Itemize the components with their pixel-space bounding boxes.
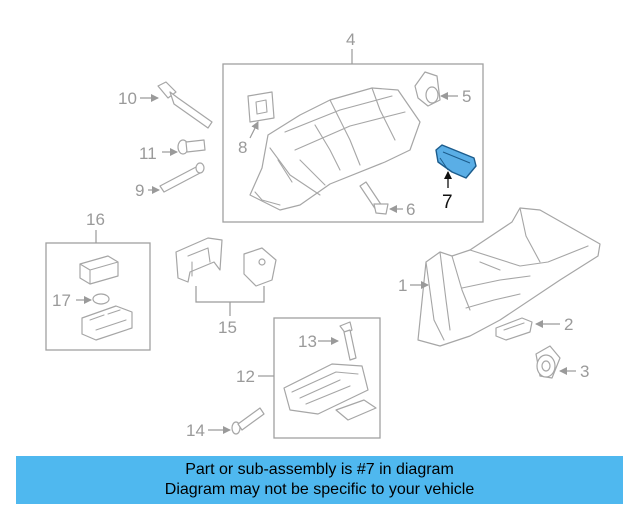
callout-14: 14 [186, 421, 205, 440]
part-8-clip [247, 91, 275, 123]
callout-4: 4 [346, 30, 355, 49]
banner-background [16, 456, 623, 504]
assembly-box-16 [45, 242, 151, 351]
assembly-box-12 [273, 317, 381, 439]
glovebox-housing [249, 87, 421, 211]
callout-5: 5 [462, 87, 471, 106]
callout-3: 3 [580, 362, 589, 381]
part-12-storage-box [283, 363, 377, 421]
part-16-lamp [79, 255, 133, 341]
part-2-latch [495, 317, 533, 341]
leader-8 [249, 121, 259, 139]
callout-15: 15 [218, 318, 237, 337]
callout-13: 13 [298, 332, 317, 351]
banner-line-1: Part or sub-assembly is #7 in diagram [185, 461, 454, 478]
callout-12: 12 [236, 367, 255, 386]
leader-15-bracket [195, 286, 265, 303]
part-3-lock-cylinder [535, 345, 561, 379]
info-banner: Part or sub-assembly is #7 in diagram Di… [16, 456, 623, 504]
part-17-bulb [92, 293, 110, 305]
callout-10: 10 [118, 89, 137, 108]
part-14-bolt [231, 407, 265, 435]
part-7-highlighted [435, 144, 477, 179]
callout-7: 7 [442, 192, 453, 213]
part-9-rod [159, 162, 205, 193]
callout-17: 17 [52, 291, 71, 310]
part-5-bumper [414, 71, 441, 107]
part-13-pin [339, 321, 357, 361]
banner-line-2: Diagram may not be specific to your vehi… [164, 481, 475, 498]
callout-8: 8 [238, 138, 247, 157]
callout-2: 2 [564, 315, 573, 334]
part-6-pin [359, 181, 389, 215]
callout-16: 16 [86, 210, 105, 229]
callout-1: 1 [398, 276, 407, 295]
callout-11: 11 [139, 144, 157, 163]
callout-6: 6 [406, 200, 415, 219]
part-10-rod [157, 81, 213, 129]
part-11-screw [177, 139, 206, 155]
part-15-brackets [175, 237, 277, 287]
part-1-glovebox-door [417, 207, 601, 347]
assembly-box-4 [222, 63, 484, 223]
callout-9: 9 [135, 181, 144, 200]
